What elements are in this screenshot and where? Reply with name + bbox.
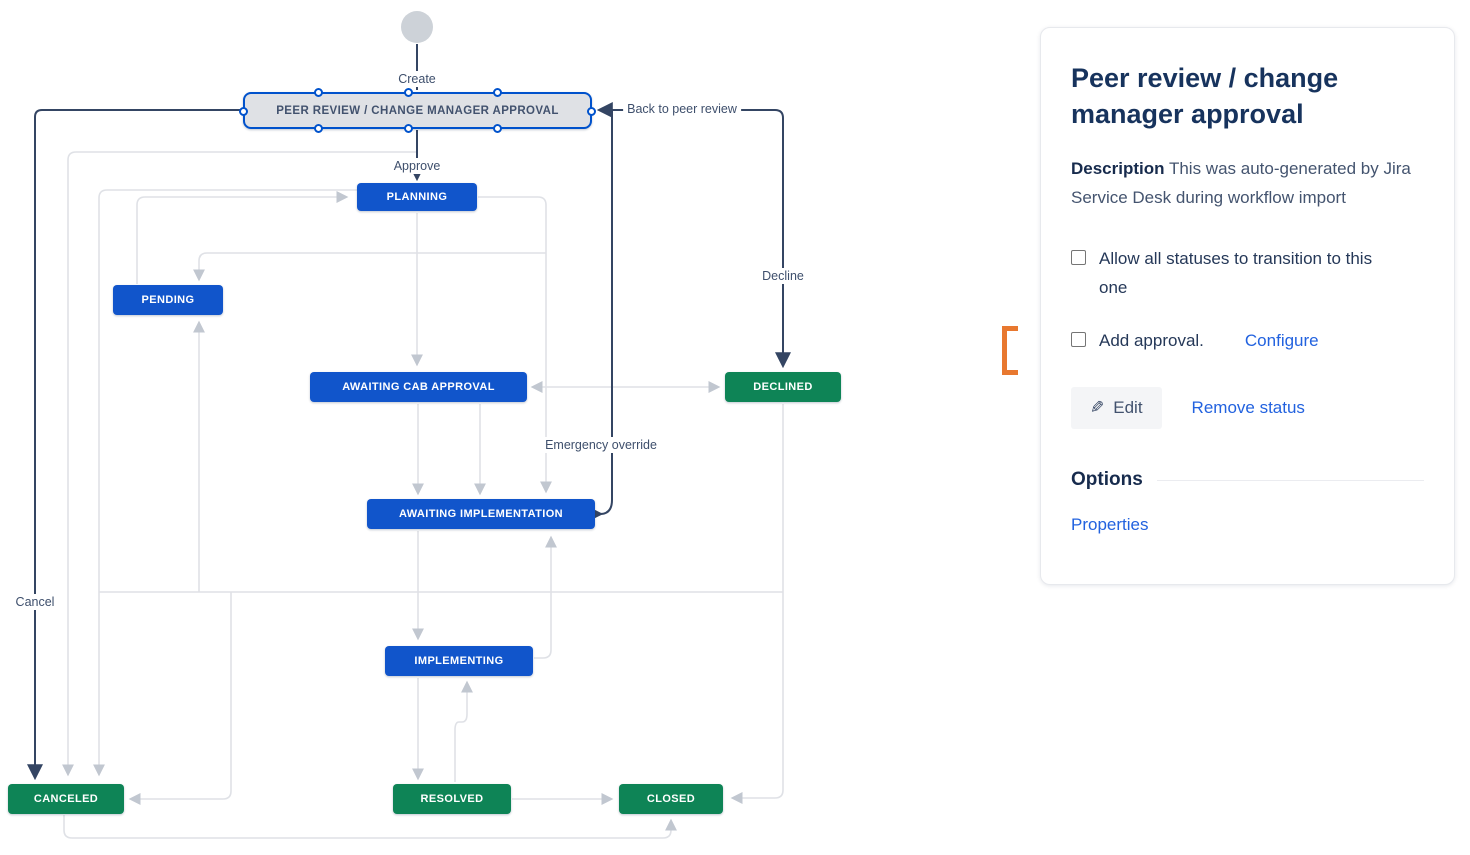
workflow-diagram: Create Approve Back to peer review Decli…: [8, 11, 841, 839]
status-label: PEER REVIEW / CHANGE MANAGER APPROVAL: [276, 104, 559, 117]
status-detail-panel: Peer review / change manager approval De…: [1040, 27, 1455, 585]
options-section-header: Options: [1071, 469, 1424, 491]
add-approval-checkbox[interactable]: [1071, 332, 1086, 347]
status-node-awaiting-cab-approval[interactable]: AWAITING CAB APPROVAL: [310, 372, 527, 402]
status-node-pending[interactable]: PENDING: [113, 285, 223, 315]
actions-row: ✎ Edit Remove status: [1071, 387, 1424, 429]
status-node-implementing[interactable]: IMPLEMENTING: [385, 646, 533, 676]
start-node[interactable]: [401, 11, 433, 43]
transition-label-decline: Decline: [758, 268, 808, 284]
status-node-planning[interactable]: PLANNING: [357, 183, 477, 211]
add-approval-label: Add approval.: [1099, 331, 1204, 350]
transition-label-cancel: Cancel: [11, 594, 59, 610]
configure-link[interactable]: Configure: [1244, 331, 1319, 350]
allow-all-statuses-label: Allow all statuses to transition to this…: [1099, 249, 1373, 297]
panel-title: Peer review / change manager approval: [1071, 63, 1339, 129]
connector-handle[interactable]: [587, 107, 596, 116]
allow-all-statuses-checkbox[interactable]: [1071, 250, 1086, 265]
connector-handle[interactable]: [493, 88, 503, 97]
transition-label-emergency-override: Emergency override: [541, 437, 661, 453]
description-text: This was auto-generated by Jira Service …: [1071, 159, 1411, 207]
options-heading: Options: [1071, 469, 1143, 490]
status-node-canceled[interactable]: CANCELED: [8, 784, 124, 814]
connector-handle[interactable]: [314, 88, 323, 97]
status-node-awaiting-implementation[interactable]: AWAITING IMPLEMENTATION: [367, 499, 595, 529]
remove-status-link[interactable]: Remove status: [1191, 398, 1305, 417]
connector-handle[interactable]: [493, 124, 503, 133]
properties-link[interactable]: Properties: [1071, 515, 1149, 534]
options-divider: [1156, 479, 1424, 481]
edit-button[interactable]: ✎ Edit: [1071, 387, 1162, 429]
connector-handle[interactable]: [403, 88, 413, 97]
status-node-peer-review-change-manager-approval[interactable]: PEER REVIEW / CHANGE MANAGER APPROVAL: [239, 88, 596, 133]
status-node-resolved[interactable]: RESOLVED: [393, 784, 511, 814]
status-description: Description This was auto-generated by J…: [1071, 154, 1424, 212]
add-approval-row: Add approval. Configure: [1071, 326, 1424, 355]
status-node-closed[interactable]: CLOSED: [619, 784, 723, 814]
connector-handle[interactable]: [314, 124, 323, 133]
pencil-icon: ✎: [1090, 398, 1105, 417]
transition-label-create: Create: [394, 71, 440, 87]
edit-button-label: Edit: [1113, 398, 1143, 417]
allow-all-statuses-row: Allow all statuses to transition to this…: [1071, 244, 1424, 302]
description-label: Description: [1071, 159, 1165, 178]
connector-handle[interactable]: [403, 124, 413, 133]
transition-label-approve: Approve: [389, 158, 445, 174]
workflow-connectors: [27, 44, 791, 839]
status-node-declined[interactable]: DECLINED: [725, 372, 841, 402]
connector-handle[interactable]: [239, 107, 248, 116]
annotation-bracket: [1002, 326, 1018, 375]
transition-label-back-to-peer-review: Back to peer review: [623, 101, 741, 117]
